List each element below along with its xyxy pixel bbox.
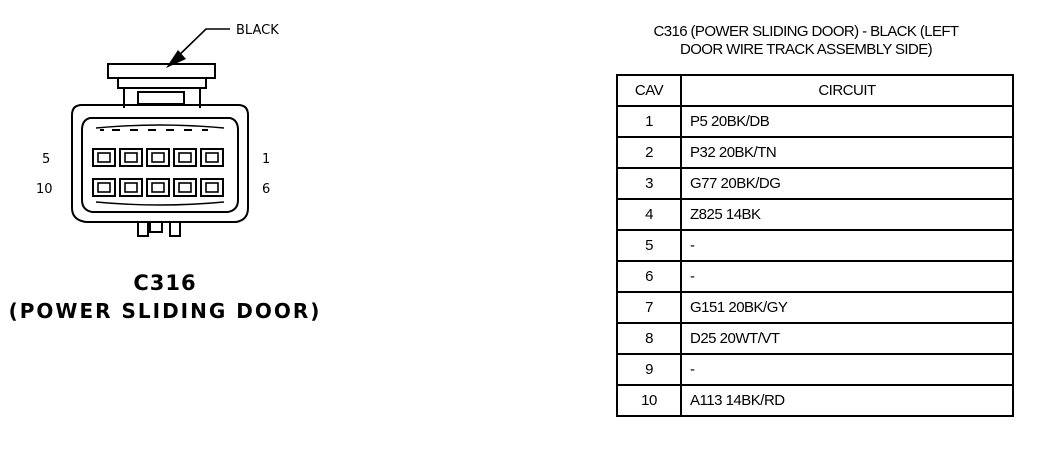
table-row: 5- [616, 229, 1014, 262]
connector-diagram: BLACK 5 [36, 23, 279, 237]
cavity-terminal [205, 182, 219, 193]
pin-label-bottom-left: 10 [36, 182, 53, 197]
cavity-terminal [124, 152, 138, 163]
cavity [200, 148, 224, 167]
cavity-terminal [151, 152, 165, 163]
circuit-cell: Z825 14BK [680, 198, 1014, 231]
cavity [173, 148, 197, 167]
pin-label-top-left: 5 [42, 152, 50, 167]
cavity-terminal [205, 152, 219, 163]
cav-cell: 3 [616, 167, 682, 200]
connector-description: (POWER SLIDING DOOR) [8, 299, 322, 323]
leader-arrow [166, 28, 230, 68]
cavity [146, 148, 170, 167]
cavity-terminal [178, 182, 192, 193]
cavity-terminal [151, 182, 165, 193]
cavity-terminal [178, 152, 192, 163]
color-label: BLACK [236, 23, 279, 38]
cavity-terminal [97, 182, 111, 193]
cavity [119, 178, 143, 197]
cavity [92, 178, 116, 197]
table-title-line-1: C316 (POWER SLIDING DOOR) - BLACK (LEFT [653, 23, 960, 40]
cavity [119, 148, 143, 167]
pin-label-bottom-right: 6 [262, 182, 270, 197]
circuit-cell: - [680, 229, 1014, 262]
cav-cell: 5 [616, 229, 682, 262]
circuit-cell: D25 20WT/VT [680, 322, 1014, 355]
circuit-cell: - [680, 353, 1014, 386]
cav-cell: 1 [616, 105, 682, 138]
circuit-cell: G77 20BK/DG [680, 167, 1014, 200]
cavity-terminal [97, 152, 111, 163]
circuit-cell: P5 20BK/DB [680, 105, 1014, 138]
pin-label-top-right: 1 [262, 152, 270, 167]
cavity [173, 178, 197, 197]
table-title: C316 (POWER SLIDING DOOR) - BLACK (LEFT … [608, 23, 1004, 59]
cav-cell: 6 [616, 260, 682, 293]
circuit-cell: G151 20BK/GY [680, 291, 1014, 324]
cavity [146, 178, 170, 197]
cav-cell: 8 [616, 322, 682, 355]
cavity-grid [92, 148, 224, 197]
circuit-cell: - [680, 260, 1014, 293]
cav-cell: 2 [616, 136, 682, 169]
connector-latch [107, 63, 216, 108]
table-title-line-2: DOOR WIRE TRACK ASSEMBLY SIDE) [679, 41, 933, 58]
cav-cell: 4 [616, 198, 682, 231]
cav-cell: 9 [616, 353, 682, 386]
table-header-row: CAV CIRCUIT [616, 74, 1014, 107]
table-row: 6- [616, 260, 1014, 293]
circuit-cell: P32 20BK/TN [680, 136, 1014, 169]
header-circuit: CIRCUIT [680, 74, 1014, 107]
cav-cell: 7 [616, 291, 682, 324]
cavity [200, 178, 224, 197]
cavity [92, 148, 116, 167]
circuit-cell: A113 14BK/RD [680, 384, 1014, 417]
cav-cell: 10 [616, 384, 682, 417]
table-row: 9- [616, 353, 1014, 386]
cavity-terminal [124, 182, 138, 193]
connector-name: C316 [133, 271, 197, 295]
connector-feet [137, 221, 181, 237]
header-cav: CAV [616, 74, 682, 107]
connector-body [71, 104, 249, 223]
